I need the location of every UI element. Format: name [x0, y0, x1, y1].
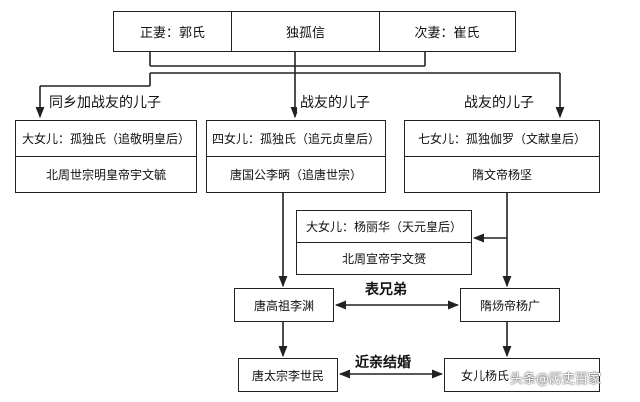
yangdi-box: 隋炀帝杨广: [460, 288, 560, 322]
fourth-daughter-husband: 唐国公李昞（追唐世宗）: [207, 157, 385, 192]
granddaughter-husband-text: 北周宣帝宇文赟: [341, 252, 426, 266]
person-cell: 独孤信: [232, 12, 380, 51]
watermark: 头条@历史百家: [510, 368, 601, 387]
fourth-daughter-husband-text: 唐国公李昞（追唐世宗）: [229, 168, 362, 182]
fourth-daughter-title-text: 四女儿：孤独氏（追元贞皇后）: [211, 132, 380, 146]
cousins-label: 表兄弟: [362, 279, 410, 299]
person-label: 独孤信: [285, 26, 325, 41]
wife-second-label: 次妻：崔氏: [414, 26, 480, 41]
close-marriage-label: 近亲结婚: [352, 352, 414, 372]
eldest-daughter-title: 大女儿：孤独氏（追敬明皇后）: [16, 121, 196, 157]
granddaughter-box: 大女儿：杨丽华（天元皇后） 北周宣帝宇文赟: [296, 210, 472, 275]
daughter-yang-box: 女儿杨氏: [444, 358, 600, 392]
branch-label-middle: 战友的儿子: [297, 92, 373, 112]
gaozu-label: 唐高祖李渊: [253, 298, 314, 313]
wife-second-cell: 次妻：崔氏: [380, 12, 514, 51]
gaozu-cell: 唐高祖李渊: [235, 289, 333, 321]
granddaughter-husband: 北周宣帝宇文赟: [297, 243, 471, 274]
taizong-label: 唐太宗李世民: [251, 368, 324, 383]
branch-label-left: 同乡加战友的儿子: [46, 92, 164, 112]
eldest-daughter-title-text: 大女儿：孤独氏（追敬明皇后）: [21, 132, 190, 146]
granddaughter-title: 大女儿：杨丽华（天元皇后）: [297, 211, 471, 243]
seventh-daughter-husband-text: 隋文帝杨坚: [471, 168, 532, 182]
yangdi-cell: 隋炀帝杨广: [461, 289, 559, 321]
eldest-daughter-husband: 北周世宗明皇帝宇文毓: [16, 157, 196, 192]
eldest-daughter-box: 大女儿：孤独氏（追敬明皇后） 北周世宗明皇帝宇文毓: [15, 120, 197, 193]
gaozu-box: 唐高祖李渊: [234, 288, 334, 322]
fourth-daughter-box: 四女儿：孤独氏（追元贞皇后） 唐国公李昞（追唐世宗）: [206, 120, 386, 193]
seventh-daughter-husband: 隋文帝杨坚: [405, 157, 599, 192]
taizong-box: 唐太宗李世民: [238, 358, 338, 392]
taizong-cell: 唐太宗李世民: [239, 359, 337, 391]
daughter-yang-label: 女儿杨氏: [461, 368, 510, 383]
wife-main-cell: 正妻：郭氏: [114, 12, 232, 51]
wife-main-label: 正妻：郭氏: [139, 26, 205, 41]
top-family-box: 正妻：郭氏 独孤信 次妻：崔氏: [113, 11, 516, 52]
yangdi-label: 隋炀帝杨广: [479, 298, 540, 313]
branch-label-right: 战友的儿子: [461, 92, 537, 112]
eldest-daughter-husband-text: 北周世宗明皇帝宇文毓: [45, 168, 166, 182]
granddaughter-title-text: 大女儿：杨丽华（天元皇后）: [305, 220, 462, 234]
seventh-daughter-title: 七女儿：孤独伽罗（文献皇后）: [405, 121, 599, 157]
watermark-text: 头条@历史百家: [510, 372, 602, 387]
fourth-daughter-title: 四女儿：孤独氏（追元贞皇后）: [207, 121, 385, 157]
seventh-daughter-box: 七女儿：孤独伽罗（文献皇后） 隋文帝杨坚: [404, 120, 600, 193]
daughter-yang-cell: 女儿杨氏: [445, 359, 599, 391]
seventh-daughter-title-text: 七女儿：孤独伽罗（文献皇后）: [417, 132, 586, 146]
